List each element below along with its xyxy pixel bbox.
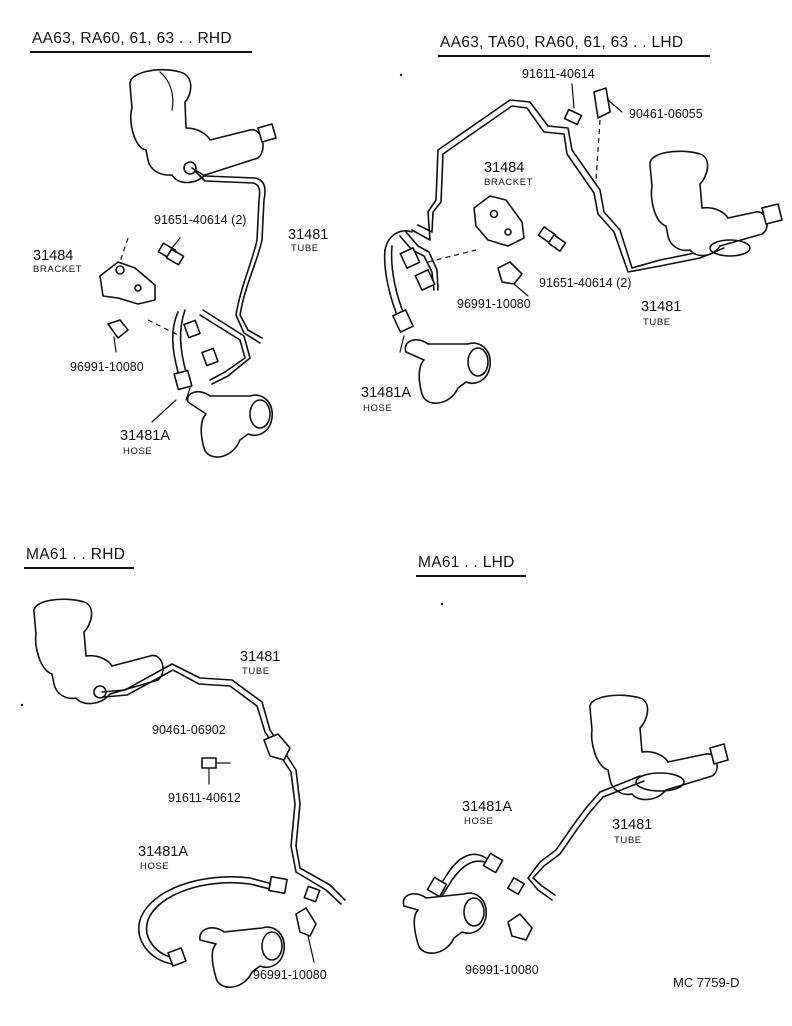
label-tr-bracket: 31484	[484, 160, 525, 176]
tr-master-cylinder	[649, 150, 783, 257]
label-tr-tube-sub: TUBE	[643, 317, 671, 328]
label-tr-bolt: 91651-40614 (2)	[539, 276, 632, 290]
section-title-top-right: AA63, TA60, RA60, 61, 63 . . LHD	[440, 34, 684, 51]
label-tl-tube-sub: TUBE	[291, 243, 319, 254]
tr-bracket	[427, 195, 525, 263]
br-hose	[426, 852, 525, 898]
tl-bracket	[99, 237, 181, 337]
label-tr-clamp: 90461-06055	[629, 107, 703, 121]
label-bl-tube: 31481	[240, 649, 281, 665]
title-underline	[24, 567, 134, 569]
label-tr-hose-sub: HOSE	[363, 403, 393, 414]
label-tr-bolt-top: 91611-40614	[522, 67, 595, 81]
bl-tube	[101, 663, 346, 905]
label-br-hose: 31481A	[462, 799, 512, 815]
tl-master-cylinder	[129, 68, 277, 184]
tl-bolt	[157, 237, 185, 266]
tr-bolt	[537, 226, 567, 252]
tl-tube	[191, 167, 266, 385]
label-tl-clip: 96991-10080	[70, 360, 144, 374]
label-bl-bolt: 91611-40612	[168, 791, 241, 805]
label-bl-tube-sub: TUBE	[242, 666, 270, 677]
label-tr-bracket-sub: BRACKET	[484, 177, 534, 188]
br-clip	[507, 913, 533, 941]
title-underline	[438, 55, 710, 57]
title-underline	[30, 51, 252, 53]
tr-clip	[497, 261, 529, 297]
label-tl-tube: 31481	[288, 227, 329, 243]
label-tl-bracket-sub: BRACKET	[33, 264, 83, 275]
section-title-bottom-left: MA61 . . RHD	[26, 546, 126, 563]
label-br-tube-sub: TUBE	[614, 835, 642, 846]
bl-clamp	[263, 733, 291, 761]
label-tl-bracket: 31484	[33, 248, 74, 264]
bl-bolt	[201, 757, 231, 785]
diagram-code: MC 7759-D	[673, 975, 740, 990]
tl-hose	[171, 309, 219, 401]
tl-clip	[107, 319, 129, 353]
label-bl-clamp: 90461-06902	[152, 723, 226, 737]
title-underline	[416, 575, 526, 577]
tr-clamp-bolt	[563, 83, 623, 181]
br-slave-cylinder	[402, 892, 487, 954]
label-tr-hose: 31481A	[361, 385, 411, 401]
label-bl-hose-sub: HOSE	[140, 861, 170, 872]
bl-slave-cylinder	[199, 926, 285, 988]
tr-slave-cylinder	[404, 339, 491, 404]
label-bl-clip: 96991-10080	[253, 968, 327, 982]
label-tr-tube: 31481	[641, 299, 682, 315]
tr-hose	[383, 230, 436, 353]
section-title-bottom-right: MA61 . . LHD	[418, 554, 515, 571]
br-master-cylinder	[589, 694, 729, 801]
label-br-clip: 96991-10080	[465, 963, 539, 977]
bl-master-cylinder	[33, 598, 164, 705]
label-tl-hose-sub: HOSE	[123, 446, 153, 457]
label-tr-clip: 96991-10080	[457, 297, 531, 311]
label-br-hose-sub: HOSE	[464, 816, 494, 827]
label-bl-hose: 31481A	[138, 844, 188, 860]
br-tube	[527, 775, 645, 901]
bl-clip	[295, 885, 321, 963]
bl-hose	[137, 875, 288, 967]
label-br-tube: 31481	[612, 817, 653, 833]
tl-slave-cylinder	[151, 390, 273, 458]
label-tl-hose: 31481A	[120, 428, 170, 444]
label-tl-bolt: 91651-40614 (2)	[154, 213, 247, 227]
section-title-top-left: AA63, RA60, 61, 63 . . RHD	[32, 30, 232, 47]
